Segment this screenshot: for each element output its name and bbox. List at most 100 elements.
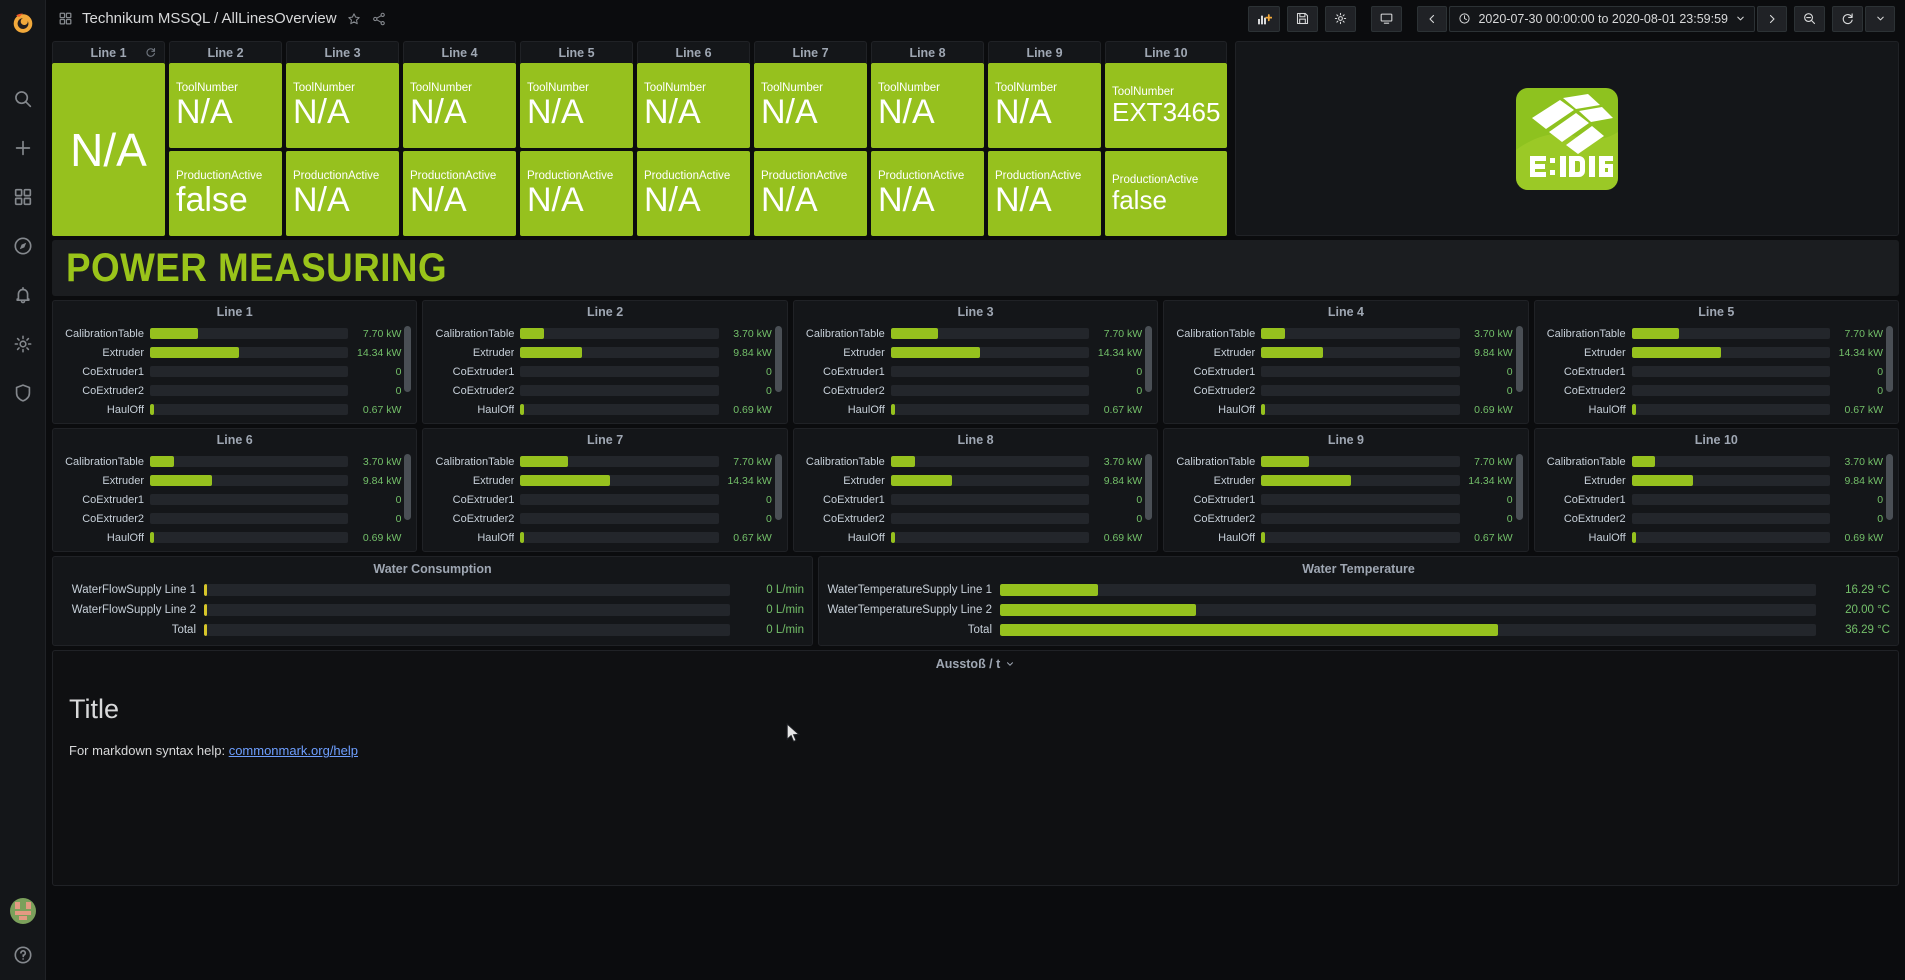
share-icon[interactable] bbox=[371, 11, 387, 27]
panel-header[interactable]: Line 5 bbox=[520, 41, 633, 63]
sidebar-item-alerting[interactable] bbox=[12, 284, 34, 306]
sidebar-item-configuration[interactable] bbox=[12, 333, 34, 355]
time-shift-forward-button[interactable] bbox=[1757, 5, 1787, 32]
zoom-out-button[interactable] bbox=[1794, 5, 1825, 32]
cycle-view-mode-button[interactable] bbox=[1371, 5, 1403, 32]
chevron-down-icon[interactable] bbox=[1005, 659, 1015, 669]
bargauge-label: HaulOff bbox=[106, 403, 144, 416]
panel-header[interactable]: Line 9 bbox=[988, 41, 1101, 63]
panel-header[interactable]: Line 4 bbox=[403, 41, 516, 63]
panel-scrollbar[interactable] bbox=[1515, 452, 1523, 547]
panel-header[interactable]: Line 2 bbox=[169, 41, 282, 63]
panel-scrollbar[interactable] bbox=[1145, 452, 1153, 547]
bargauge-fill bbox=[1631, 532, 1636, 543]
breadcrumb: Technikum MSSQL / AllLinesOverview bbox=[58, 10, 387, 27]
bargauge-label: HaulOff bbox=[1588, 531, 1626, 544]
dashboard-settings-button[interactable] bbox=[1325, 5, 1357, 32]
sidebar-item-search[interactable] bbox=[12, 88, 34, 110]
panel-scrollbar[interactable] bbox=[404, 452, 412, 547]
bargauge-value: 14.34 kW bbox=[1097, 346, 1143, 359]
bargauge-value: 7.70 kW bbox=[1103, 327, 1143, 340]
panel-header[interactable]: Line 1 bbox=[52, 41, 165, 63]
panel-scrollbar[interactable] bbox=[1145, 324, 1153, 419]
panel-ausstoss[interactable]: Ausstoß / t Title For markdown syntax he… bbox=[52, 650, 1899, 886]
bargauge-value: 0.67 kW bbox=[1844, 403, 1884, 416]
sidebar-item-create[interactable] bbox=[12, 137, 34, 159]
panel-scrollbar[interactable] bbox=[404, 324, 412, 419]
stat-cell-label: ProductionActive bbox=[761, 169, 848, 182]
bargauge-track bbox=[890, 475, 1090, 486]
time-shift-back-button[interactable] bbox=[1417, 5, 1448, 32]
panel-header[interactable]: Line 10 bbox=[1105, 41, 1227, 63]
panel-header[interactable]: Line 3 bbox=[286, 41, 399, 63]
grafana-logo-button[interactable] bbox=[0, 0, 46, 46]
bargauge-fill bbox=[520, 328, 545, 339]
panel-title: Ausstoß / t bbox=[935, 657, 1001, 671]
sidebar-item-dashboards[interactable] bbox=[12, 186, 34, 208]
panel-scrollbar[interactable] bbox=[774, 324, 782, 419]
commonmark-help-link[interactable]: commonmark.org/help bbox=[228, 743, 359, 759]
panel-header[interactable]: Line 8 bbox=[871, 41, 984, 63]
sidebar-item-server-admin[interactable] bbox=[12, 382, 34, 404]
panel-scrollbar[interactable] bbox=[1515, 324, 1523, 419]
sidebar-item-help[interactable] bbox=[12, 944, 34, 966]
refresh-button[interactable] bbox=[1832, 5, 1863, 32]
sidebar-item-explore[interactable] bbox=[12, 235, 34, 257]
time-range-picker[interactable]: 2020-07-30 00:00:00 to 2020-08-01 23:59:… bbox=[1449, 5, 1755, 32]
stat-cell-value[interactable]: N/A bbox=[52, 63, 165, 236]
dashboards-icon bbox=[14, 188, 31, 206]
add-panel-button[interactable] bbox=[1248, 5, 1281, 32]
refresh-interval-dropdown[interactable] bbox=[1865, 5, 1895, 32]
panel-scrollbar[interactable] bbox=[1886, 452, 1894, 547]
bargauge-label: CoExtruder1 bbox=[823, 365, 885, 378]
panel-scrollbar[interactable] bbox=[774, 452, 782, 547]
panel-header[interactable]: Ausstoß / t bbox=[53, 651, 1898, 677]
sidebar-nav bbox=[12, 88, 34, 404]
panel-scrollbar[interactable] bbox=[1886, 324, 1894, 419]
avatar[interactable] bbox=[9, 898, 36, 924]
save-dashboard-button[interactable] bbox=[1287, 5, 1319, 32]
star-icon[interactable] bbox=[346, 11, 362, 27]
panel-header[interactable]: Line 7 bbox=[754, 41, 867, 63]
panel-header[interactable]: Line 6 bbox=[637, 41, 750, 63]
